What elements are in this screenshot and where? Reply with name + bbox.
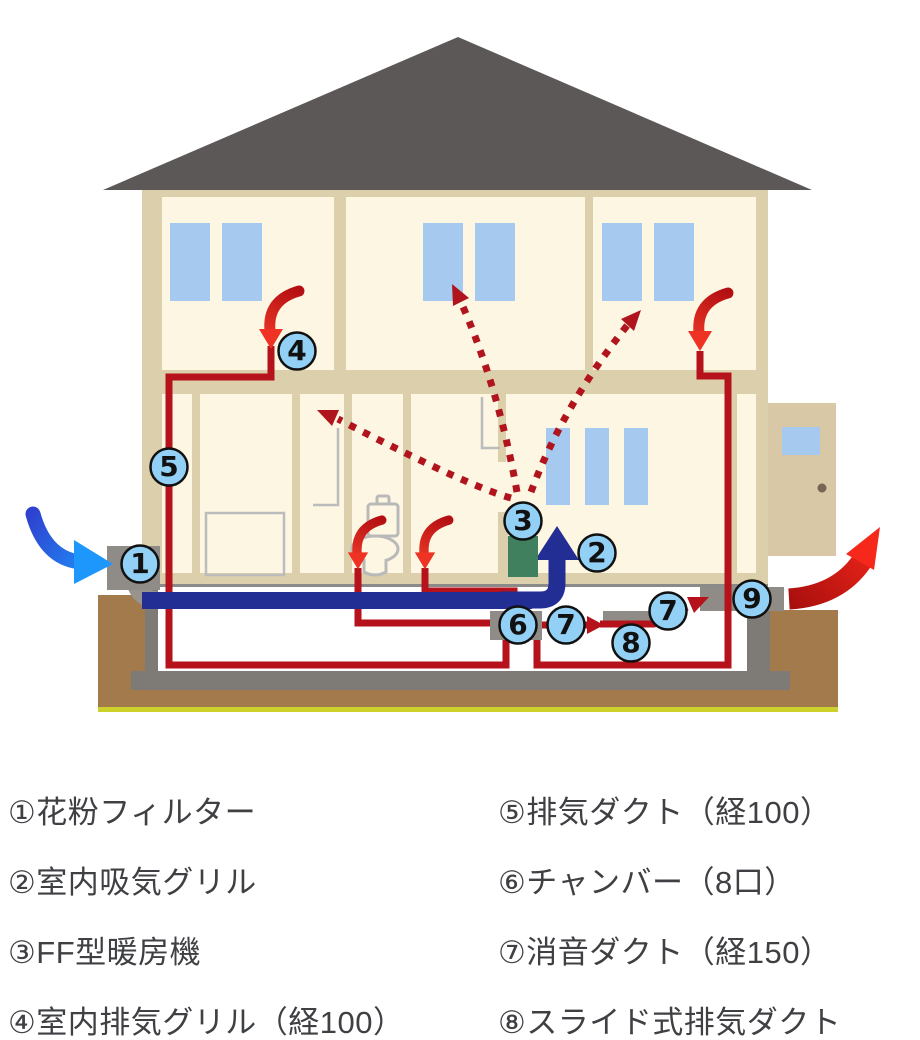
window-2f <box>475 223 515 301</box>
badge-1-label: 1 <box>130 547 149 580</box>
badge-7b-label: 7 <box>658 594 677 627</box>
legend-item-7: ⑦消音ダクト（経150） <box>498 935 832 970</box>
foundation-footing <box>131 671 790 690</box>
windows-1f <box>546 428 648 505</box>
badge-9-label: 9 <box>742 582 761 615</box>
legend-item-4: ④室内排気グリル（経100） <box>8 1005 405 1040</box>
foundation-left-wall <box>145 590 158 671</box>
door-knob <box>817 483 827 493</box>
ground-line <box>98 707 838 712</box>
legend-item-5: ⑤排気ダクト（経100） <box>498 795 832 830</box>
badge-7a-label: 7 <box>556 608 575 641</box>
window-2f <box>222 223 262 301</box>
badge-7b: 7 <box>648 591 688 631</box>
dotted-flow-arrowhead <box>621 310 641 331</box>
window-2f <box>170 223 210 301</box>
badge-8: 8 <box>611 623 651 663</box>
legend-item-1: ①花粉フィルター <box>8 795 257 830</box>
dotted-flow-to-1f-left <box>336 415 512 502</box>
legend-item-3: ③FF型暖房機 <box>8 935 202 970</box>
floor-slab-line <box>142 584 768 587</box>
badge-3-label: 3 <box>513 504 532 537</box>
badge-6-label: 6 <box>508 608 527 641</box>
badge-7a: 7 <box>546 605 586 645</box>
window-1f <box>546 428 570 505</box>
legend-item-8: ⑧スライド式排気ダクト <box>498 1005 842 1040</box>
badge-2-label: 2 <box>587 536 606 569</box>
badge-9: 9 <box>732 579 772 619</box>
badge-8-label: 8 <box>621 626 640 659</box>
foundation-right-wall <box>747 608 770 671</box>
roof <box>103 37 812 190</box>
ground-bottom <box>98 690 838 707</box>
supply-arrowhead <box>535 526 579 560</box>
closet-outline <box>204 511 286 577</box>
badge-4-label: 4 <box>287 334 306 367</box>
warm-air-dotted-flows <box>336 298 633 502</box>
window-1f <box>624 428 648 505</box>
badge-5-label: 5 <box>159 450 178 483</box>
house-cross-section-diagram: 1 2 3 4 5 6 7 <box>25 37 880 712</box>
legend-item-6: ⑥チャンバー（8口） <box>498 865 796 900</box>
room-2f-middle <box>346 197 585 370</box>
door-frame-line <box>313 428 340 507</box>
badge-4: 4 <box>277 331 317 371</box>
window-1f <box>585 428 609 505</box>
supply-duct-riser <box>500 558 566 609</box>
outdoor-exhaust-arrow <box>788 527 880 610</box>
door-window <box>782 427 820 455</box>
badge-3: 3 <box>503 501 543 541</box>
supply-duct <box>142 592 532 609</box>
window-2f <box>602 223 642 301</box>
badge-1: 1 <box>120 544 160 584</box>
badges: 1 2 3 4 5 6 7 <box>120 331 772 663</box>
badge-2: 2 <box>577 533 617 573</box>
badge-6: 6 <box>498 605 538 645</box>
exhaust-duct-left-run <box>165 346 510 669</box>
windows-2f <box>170 223 694 301</box>
duct-arrowhead <box>587 616 604 634</box>
ff-heater <box>508 536 538 577</box>
floor-1f <box>162 394 756 573</box>
duct-arrowhead <box>687 597 709 613</box>
window-2f <box>654 223 694 301</box>
dotted-flow-arrowhead <box>317 410 339 426</box>
outdoor-intake-arrow <box>25 506 113 584</box>
dotted-flow-arrowhead <box>452 284 469 306</box>
exterior-door <box>768 403 836 556</box>
dotted-flow-to-2f-right <box>527 319 633 494</box>
exhaust-duct-right-run <box>533 351 732 669</box>
legend-item-2: ②室内吸気グリル <box>8 865 257 900</box>
exhaust-duct-toilet-run1 <box>354 568 494 627</box>
door-frame-line <box>480 397 500 450</box>
badge-5: 5 <box>149 447 189 487</box>
